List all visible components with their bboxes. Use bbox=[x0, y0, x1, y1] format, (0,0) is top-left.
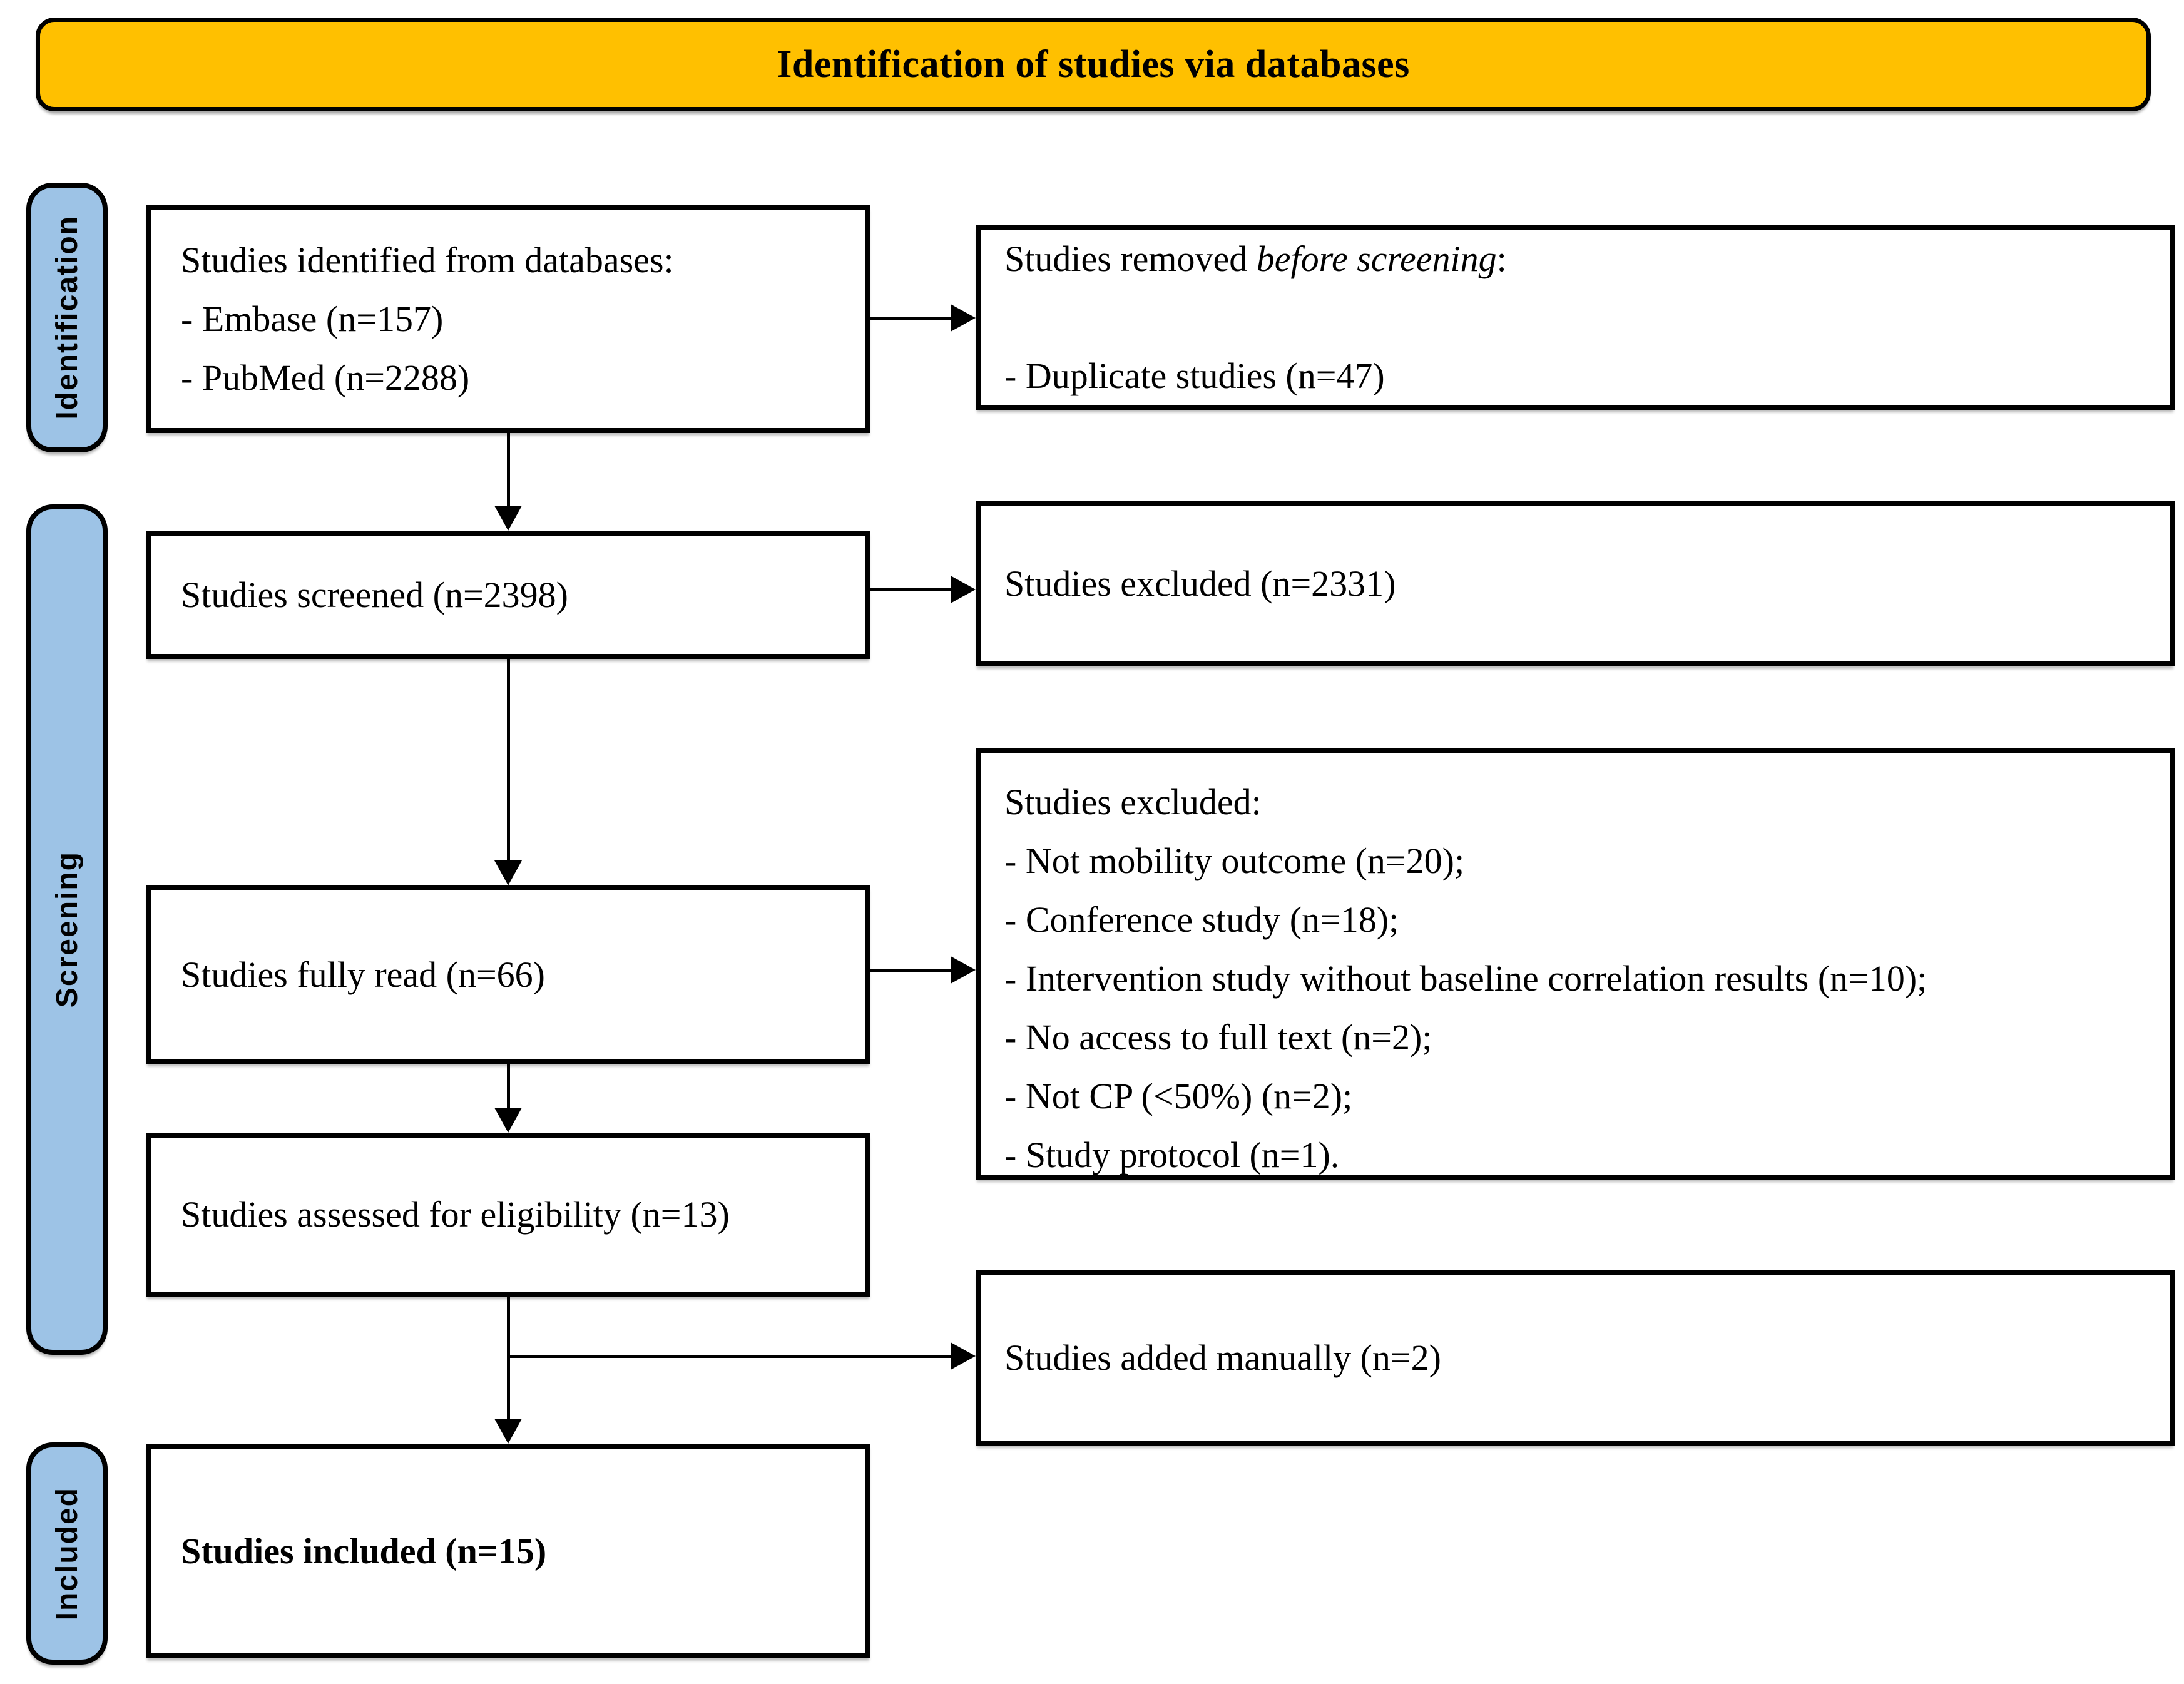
connector-identified-to-removed bbox=[870, 317, 953, 320]
arrowhead-right-added-manually bbox=[951, 1342, 976, 1370]
stage-tab-screening-label: Screening bbox=[50, 851, 84, 1008]
box-studies-screened-text: Studies screened (n=2398) bbox=[181, 574, 568, 615]
box-studies-excluded-screening-text: Studies excluded (n=2331) bbox=[1004, 563, 1396, 604]
arrowhead-right-excluded-list bbox=[951, 956, 976, 984]
excluded-list-title: Studies excluded: bbox=[1004, 782, 1262, 822]
arrowhead-down-included bbox=[494, 1419, 522, 1444]
connector-branch-to-added-manually bbox=[508, 1355, 952, 1358]
box-studies-included-text: Studies included (n=15) bbox=[181, 1530, 547, 1571]
removed-suffix: : bbox=[1496, 238, 1507, 279]
box-studies-excluded-screening: Studies excluded (n=2331) bbox=[976, 501, 2175, 666]
box-studies-screened: Studies screened (n=2398) bbox=[146, 531, 870, 659]
box-studies-excluded-full-read-text: Studies excluded: - Not mobility outcome… bbox=[981, 753, 1946, 1202]
arrowhead-down-fully-read bbox=[494, 860, 522, 885]
arrowhead-right-excluded bbox=[951, 576, 976, 603]
connector-assessed-to-included bbox=[507, 1297, 510, 1421]
connector-screened-to-fully-read bbox=[507, 659, 510, 862]
box-studies-assessed: Studies assessed for eligibility (n=13) bbox=[146, 1133, 870, 1297]
box-studies-identified: Studies identified from databases: - Emb… bbox=[146, 205, 870, 433]
box-studies-added-manually-text: Studies added manually (n=2) bbox=[1004, 1337, 1441, 1379]
stage-tab-included: Included bbox=[26, 1442, 108, 1665]
removed-italic: before screening bbox=[1256, 238, 1497, 279]
box-studies-removed-text: Studies removed before screening: - Dupl… bbox=[981, 171, 1526, 465]
connector-screened-to-excluded bbox=[870, 588, 953, 591]
removed-line-2: - Duplicate studies (n=47) bbox=[1004, 355, 1385, 397]
removed-line-1: Studies removed before screening: bbox=[1004, 230, 1507, 288]
connector-identified-to-screened bbox=[507, 433, 510, 508]
excluded-list-items: - Not mobility outcome (n=20); - Confere… bbox=[1004, 840, 1927, 1175]
removed-prefix: Studies removed bbox=[1004, 238, 1257, 279]
stage-tab-included-label: Included bbox=[50, 1486, 84, 1621]
banner-title: Identification of studies via databases bbox=[777, 43, 1410, 86]
stage-tab-identification: Identification bbox=[26, 183, 108, 452]
banner: Identification of studies via databases bbox=[36, 18, 2151, 111]
connector-fully-read-to-excluded-list bbox=[870, 969, 953, 972]
box-studies-identified-text: Studies identified from databases: - Emb… bbox=[181, 240, 674, 398]
box-studies-fully-read-text: Studies fully read (n=66) bbox=[181, 954, 545, 995]
arrowhead-down-screened bbox=[494, 506, 522, 531]
box-studies-assessed-text: Studies assessed for eligibility (n=13) bbox=[181, 1194, 730, 1235]
arrowhead-down-assessed bbox=[494, 1108, 522, 1133]
box-studies-included: Studies included (n=15) bbox=[146, 1444, 870, 1658]
box-studies-excluded-full-read: Studies excluded: - Not mobility outcome… bbox=[976, 748, 2175, 1180]
connector-fully-read-to-assessed bbox=[507, 1064, 510, 1109]
box-studies-fully-read: Studies fully read (n=66) bbox=[146, 885, 870, 1064]
stage-tab-screening: Screening bbox=[26, 504, 108, 1355]
box-studies-removed-before-screening: Studies removed before screening: - Dupl… bbox=[976, 225, 2175, 410]
arrowhead-right-removed bbox=[951, 304, 976, 332]
stage-tab-identification-label: Identification bbox=[50, 215, 84, 420]
box-studies-added-manually: Studies added manually (n=2) bbox=[976, 1270, 2175, 1446]
